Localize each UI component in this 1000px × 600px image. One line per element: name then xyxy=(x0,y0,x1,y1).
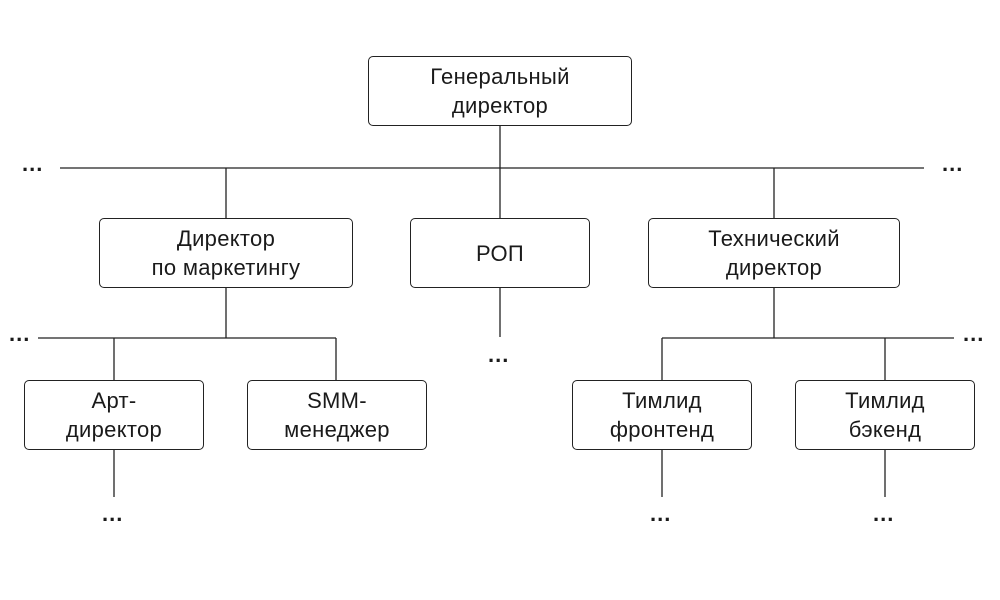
node-rop: РОП xyxy=(410,218,590,288)
ellipsis-cto-right: ... xyxy=(963,321,985,346)
node-art-director: Арт- директор xyxy=(24,380,204,450)
ellipsis-backend-below: ... xyxy=(873,501,895,526)
node-art-director-line1: Арт- xyxy=(91,388,137,413)
node-cto-line2: директор xyxy=(725,255,823,280)
node-frontend-lead-line1: Тимлид xyxy=(622,388,702,413)
node-marketing-director: Директор по маркетингу xyxy=(99,218,353,288)
node-art-director-line2: директор xyxy=(65,417,163,442)
node-cto: Технический директор xyxy=(648,218,900,288)
node-ceo: Генеральный директор xyxy=(368,56,632,126)
node-cto-line1: Технический xyxy=(708,226,840,251)
node-smm-manager-line1: SMM- xyxy=(307,388,367,413)
node-frontend-lead-line2: фронтенд xyxy=(609,417,715,442)
node-backend-lead-line2: бэкенд xyxy=(848,417,922,442)
node-rop-line1: РОП xyxy=(475,240,524,266)
node-smm-manager-line2: менеджер xyxy=(284,417,390,442)
node-marketing-director-line2: по маркетингу xyxy=(151,255,301,280)
node-frontend-lead: Тимлид фронтенд xyxy=(572,380,752,450)
node-ceo-line1: Генеральный xyxy=(430,64,570,89)
ellipsis-art-below: ... xyxy=(102,501,124,526)
node-smm-manager: SMM- менеджер xyxy=(247,380,427,450)
node-ceo-line2: директор xyxy=(451,93,549,118)
node-backend-lead-line1: Тимлид xyxy=(845,388,925,413)
ellipsis-marketing-left: ... xyxy=(9,321,31,346)
ellipsis-frontend-below: ... xyxy=(650,501,672,526)
ellipsis-top-right: ... xyxy=(942,151,964,176)
node-marketing-director-line1: Директор xyxy=(176,226,276,251)
ellipsis-rop-below: ... xyxy=(488,342,510,367)
ellipsis-top-left: ... xyxy=(22,151,44,176)
node-backend-lead: Тимлид бэкенд xyxy=(795,380,975,450)
